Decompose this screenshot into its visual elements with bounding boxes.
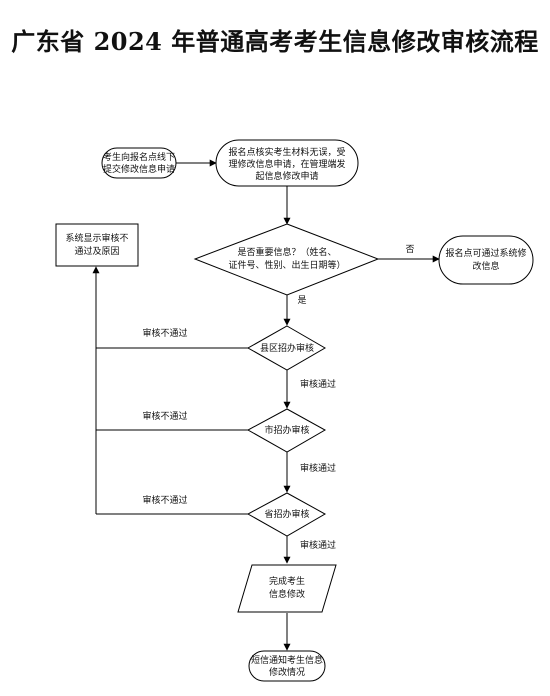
- node-reject-line-2: 通过及原因: [74, 245, 119, 257]
- node-verify-line-2: 理修改信息申请，在管理端发: [228, 158, 345, 170]
- node-reject-display: 系统显示审核不 通过及原因: [55, 223, 139, 267]
- node-complete: 完成考生 信息修改: [237, 564, 337, 613]
- edge-label-yes: 是: [297, 295, 306, 306]
- edge-label-no: 否: [405, 244, 414, 255]
- node-direct-modify-line-2: 改信息: [472, 260, 499, 272]
- edge-label-province-pass: 审核通过: [300, 539, 336, 551]
- node-county-review-label: 县区招办审核: [260, 342, 314, 354]
- edge-label-county-pass: 审核通过: [300, 378, 336, 390]
- node-decision-important: 是否重要信息？（姓名、 证件号、性别、出生日期等）: [193, 223, 380, 296]
- node-sms-line-1: 短信通知考生信息: [251, 654, 323, 666]
- node-direct-modify-line-1: 报名点可通过系统修: [445, 247, 526, 259]
- node-complete-line-1: 完成考生: [269, 575, 305, 587]
- node-verify-line-1: 报名点核实考生材料无误，受: [228, 146, 345, 158]
- node-decision-line-1: 是否重要信息？（姓名、: [237, 246, 336, 258]
- node-complete-line-2: 信息修改: [269, 588, 305, 600]
- page-title: 广东省 2024 年普通高考考生信息修改审核流程: [11, 27, 539, 56]
- node-reject-line-1: 系统显示审核不: [65, 232, 128, 244]
- edge-label-county-fail: 审核不通过: [142, 327, 187, 339]
- node-direct-modify: 报名点可通过系统修 改信息: [438, 235, 534, 285]
- node-decision-line-2: 证件号、性别、出生日期等）: [228, 259, 345, 271]
- node-start: 考生向报名点线下 提交修改信息申请: [101, 147, 177, 179]
- edge-label-city-pass: 审核通过: [300, 462, 336, 474]
- node-province-review: 省招办审核: [246, 492, 327, 537]
- node-province-review-label: 省招办审核: [264, 508, 309, 520]
- node-start-line-1: 考生向报名点线下: [103, 151, 175, 163]
- node-verify-line-3: 起信息修改申请: [255, 170, 318, 182]
- node-county-review: 县区招办审核: [246, 325, 326, 371]
- edge-label-city-fail: 审核不通过: [142, 410, 187, 422]
- node-start-line-2: 提交修改信息申请: [103, 163, 175, 175]
- node-city-review-label: 市招办审核: [264, 424, 309, 436]
- node-sms-line-2: 修改情况: [269, 666, 305, 678]
- node-verify: 报名点核实考生材料无误，受 理修改信息申请，在管理端发 起信息修改申请: [215, 139, 359, 187]
- edge-label-province-fail: 审核不通过: [142, 494, 187, 506]
- node-city-review: 市招办审核: [246, 408, 327, 453]
- node-sms-notify: 短信通知考生信息 修改情况: [248, 650, 326, 682]
